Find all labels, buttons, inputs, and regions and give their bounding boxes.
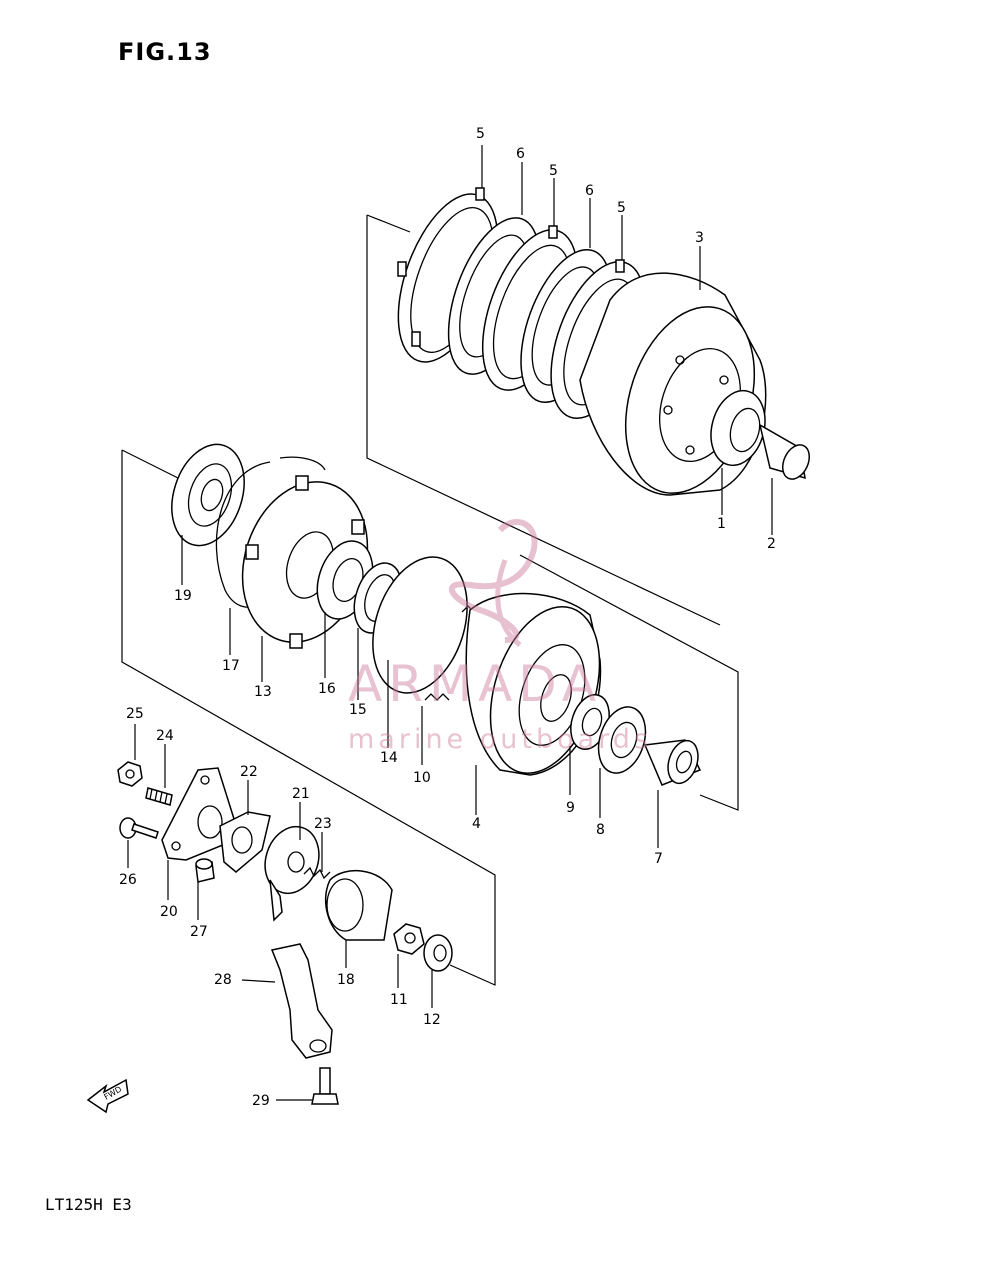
shoe-plate-14: [372, 556, 468, 694]
watermark-subtitle: marine outboards: [348, 724, 653, 755]
collar-27: [195, 858, 215, 883]
callout-5: 5: [617, 200, 626, 216]
callout-8: 8: [596, 822, 605, 838]
callout-20: 20: [160, 904, 178, 920]
circlip-17: [215, 456, 326, 608]
callout-29: 29: [252, 1093, 270, 1109]
callout-9: 9: [566, 800, 575, 816]
callout-14: 14: [380, 750, 398, 766]
spring-23: [303, 866, 331, 880]
model-code: LT125H E3: [45, 1195, 132, 1214]
release-cam-21: [264, 825, 320, 922]
callout-17: 17: [222, 658, 240, 674]
release-arm-28: [270, 943, 333, 1059]
nut-11: [393, 923, 425, 955]
callout-6: 6: [516, 146, 525, 162]
callout-24: 24: [156, 728, 174, 744]
callout-21: 21: [292, 786, 310, 802]
callout-23: 23: [314, 816, 332, 832]
watermark-logo-icon: [448, 519, 538, 647]
callout-19: 19: [174, 588, 192, 604]
leader-lines: [127, 145, 773, 1101]
bolt-29: [311, 1067, 339, 1105]
callout-4: 4: [472, 816, 481, 832]
callout-16: 16: [318, 681, 336, 697]
upper-group-frame: [366, 214, 721, 626]
bearing-8: [597, 706, 647, 774]
screw-26: [119, 817, 159, 839]
callout-12: 12: [423, 1012, 441, 1028]
callout-5: 5: [476, 126, 485, 142]
callout-1: 1: [717, 516, 726, 532]
watermark-brand: ARMADA: [348, 655, 603, 713]
callout-5: 5: [549, 163, 558, 179]
callout-3: 3: [695, 230, 704, 246]
callout-11: 11: [390, 992, 408, 1008]
washer-12: [423, 934, 453, 972]
callout-labels: 5 6 5 6 5 3 1 2 19 17 13 16 15 14 10 4 9…: [119, 126, 776, 1109]
callout-26: 26: [119, 872, 137, 888]
release-cover-18: [324, 869, 393, 941]
callout-18: 18: [337, 972, 355, 988]
spacer-bush: [758, 423, 811, 480]
adjust-screw-24: [145, 787, 173, 806]
fwd-arrow-icon: FWD: [86, 1078, 129, 1114]
collar-7: [643, 739, 702, 786]
callout-6: 6: [585, 183, 594, 199]
callout-22: 22: [240, 764, 258, 780]
callout-27: 27: [190, 924, 208, 940]
callout-10: 10: [413, 770, 431, 786]
callout-25: 25: [126, 706, 144, 722]
bearing-19: [171, 443, 245, 547]
nut-25: [117, 761, 143, 787]
callout-2: 2: [767, 536, 776, 552]
callout-13: 13: [254, 684, 272, 700]
callout-15: 15: [349, 702, 367, 718]
lower-group-frame: [121, 449, 739, 986]
callout-28: 28: [214, 972, 232, 988]
callout-7: 7: [654, 851, 663, 867]
figure-title: FIG.13: [118, 38, 212, 66]
